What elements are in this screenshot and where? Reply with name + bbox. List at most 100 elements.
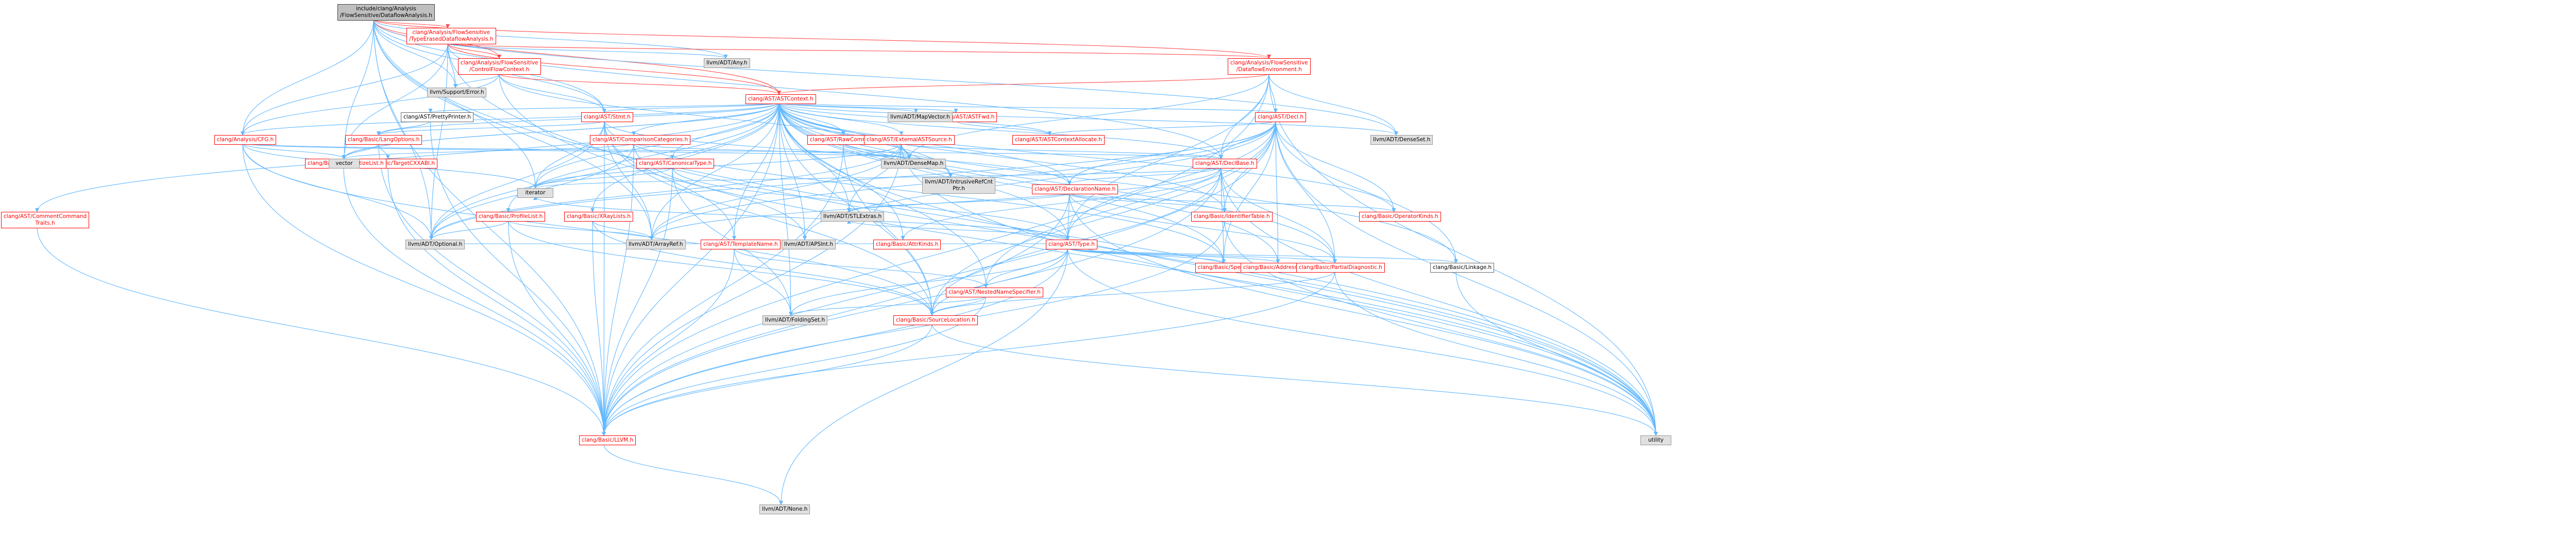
node-label: llvm/ADT/FoldingSet.h	[765, 317, 825, 323]
node-canontype[interactable]: clang/AST/CanonicalType.h	[636, 159, 715, 169]
edge-extsource-to-llvmh	[602, 143, 902, 436]
node-templatename[interactable]: clang/AST/TemplateName.h	[701, 240, 781, 249]
node-arrayref[interactable]: llvm/ADT/ArrayRef.h	[626, 240, 686, 249]
node-label: clang/AST/ExternalASTSource.h	[867, 137, 952, 143]
node-xraylists[interactable]: clang/Basic/XRayLists.h	[564, 212, 634, 222]
edge-cfg-to-srcloc	[242, 143, 934, 316]
edge-dfenv-to-utility	[1268, 73, 1658, 436]
node-label: clang/Basic/LangOptions.h	[348, 137, 420, 143]
edge-astctx-to-type	[778, 102, 1070, 240]
node-root[interactable]: include/clang/Analysis/FlowSensitive/Dat…	[337, 4, 435, 21]
node-dfenv[interactable]: clang/Analysis/FlowSensitive/DataflowEnv…	[1228, 58, 1311, 75]
edge-astctx-to-mapvector	[778, 102, 918, 113]
node-stlextras[interactable]: llvm/ADT/STLExtras.h	[821, 212, 885, 222]
edge-astctx-to-attrkinds	[778, 102, 905, 240]
node-apsint[interactable]: llvm/ADT/APSInt.h	[782, 240, 836, 249]
node-densemap[interactable]: llvm/ADT/DenseMap.h	[881, 159, 946, 169]
edge-partialdiag-to-llvmh	[602, 271, 1335, 436]
edge-asttypetraits-to-ctxalloc	[955, 120, 1052, 136]
edge-root-to-optional	[373, 19, 433, 240]
edge-identtable-to-utility	[1224, 220, 1658, 436]
node-mapvector[interactable]: llvm/ADT/MapVector.h	[888, 112, 953, 122]
node-astctx[interactable]: clang/AST/ASTContext.h	[745, 94, 816, 104]
edge-astctx-to-identtable	[778, 102, 1227, 212]
node-utility[interactable]: utility	[1640, 435, 1671, 445]
node-nns[interactable]: clang/AST/NestedNameSpecifier.h	[946, 288, 1043, 297]
node-ctxalloc[interactable]: clang/AST/ASTContextAllocate.h	[1012, 135, 1105, 145]
node-extsource[interactable]: clang/AST/ExternalASTSource.h	[864, 135, 955, 145]
edge-cfc-to-cfg	[241, 73, 500, 136]
node-declname[interactable]: clang/AST/DeclarationName.h	[1032, 184, 1118, 194]
edge-astctx-to-foldingset	[778, 102, 793, 316]
node-tdfa[interactable]: clang/Analysis/FlowSensitive/TypeErasedD…	[406, 28, 496, 44]
node-cmpcats[interactable]: clang/AST/ComparisonCategories.h	[590, 135, 691, 145]
node-label: clang/Basic/IdentifierTable.h	[1194, 213, 1270, 220]
node-label: utility	[1648, 437, 1664, 443]
edge-type-to-linkage	[1067, 247, 1458, 263]
edge-declname-to-stlextras	[847, 192, 1070, 212]
edge-decl-to-specifiers	[1222, 120, 1276, 263]
edge-astctx-to-iterator	[533, 102, 779, 189]
edge-declname-to-partialdiag	[1069, 192, 1337, 263]
node-prettyprinter[interactable]: clang/AST/PrettyPrinter.h	[401, 112, 473, 122]
edge-astctx-to-specifiers	[778, 102, 1226, 263]
node-profilelist[interactable]: clang/Basic/ProfileList.h	[476, 212, 546, 222]
node-identtable[interactable]: clang/Basic/IdentifierTable.h	[1191, 212, 1273, 222]
node-label: clang/AST/Decl.h	[1258, 114, 1304, 120]
edge-cfg-to-vector	[242, 143, 346, 159]
node-cfc[interactable]: clang/Analysis/FlowSensitive/ControlFlow…	[458, 58, 541, 75]
node-foldingset[interactable]: llvm/ADT/FoldingSet.h	[762, 315, 828, 325]
edge-astctx-to-optional	[429, 102, 779, 240]
edge-tdfa-to-optional	[429, 43, 448, 240]
edge-type-to-utility	[1067, 247, 1658, 436]
edge-type-to-specifiers	[1067, 247, 1226, 263]
node-label: llvm/ADT/Any.h	[706, 60, 748, 66]
node-cfg[interactable]: clang/Analysis/CFG.h	[214, 135, 277, 145]
node-srcloc[interactable]: clang/Basic/SourceLocation.h	[893, 315, 978, 325]
edge-linkage-to-utility	[1455, 271, 1658, 436]
node-declbase[interactable]: clang/AST/DeclBase.h	[1193, 159, 1257, 169]
node-langopts[interactable]: clang/Basic/LangOptions.h	[345, 135, 422, 145]
edge-dfenv-to-type	[1065, 73, 1269, 240]
node-attrkinds[interactable]: clang/Basic/AttrKinds.h	[873, 240, 941, 249]
node-denseset[interactable]: llvm/ADT/DenseSet.h	[1370, 135, 1433, 145]
edge-astctx-to-addrspaces	[778, 102, 1280, 263]
node-label: llvm/ADT/DenseSet.h	[1373, 137, 1431, 143]
node-decl[interactable]: clang/AST/Decl.h	[1255, 112, 1307, 122]
edge-declname-to-identtable	[1069, 192, 1227, 212]
node-label: clang/Analysis/FlowSensitive	[412, 29, 490, 36]
node-label: clang/Basic/PartialDiagnostic.h	[1299, 264, 1382, 271]
edge-canontype-to-iterator	[533, 166, 673, 189]
edge-templatename-to-nns	[734, 247, 988, 288]
node-vector[interactable]: vector	[329, 159, 360, 169]
node-type[interactable]: clang/AST/Type.h	[1046, 240, 1097, 249]
edge-tdfa-to-utility	[447, 43, 1658, 436]
node-linkage[interactable]: clang/Basic/Linkage.h	[1430, 263, 1495, 273]
node-stmt[interactable]: clang/AST/Stmt.h	[581, 112, 633, 122]
edge-astctx-to-denseset	[778, 102, 1398, 136]
node-opkinds[interactable]: clang/Basic/OperatorKinds.h	[1359, 212, 1441, 222]
node-partialdiag[interactable]: clang/Basic/PartialDiagnostic.h	[1296, 263, 1385, 273]
node-none[interactable]: llvm/ADT/None.h	[759, 504, 810, 514]
node-error[interactable]: llvm/Support/Error.h	[427, 88, 487, 97]
edge-tdfa-to-any	[447, 43, 728, 59]
edge-tdfa-to-dfenv	[447, 43, 1271, 59]
node-iterator[interactable]: iterator	[517, 188, 553, 198]
node-label: Ptr.h	[953, 186, 965, 192]
edge-profilelist-to-llvmh	[507, 220, 606, 436]
node-label: clang/AST/ComparisonCategories.h	[592, 137, 688, 143]
edge-astctx-to-declbase	[778, 102, 1223, 159]
edge-astctx-to-linkage	[778, 102, 1458, 263]
node-any[interactable]: llvm/ADT/Any.h	[704, 58, 750, 68]
edge-decl-to-srcloc	[930, 120, 1276, 316]
node-llvmh[interactable]: clang/Basic/LLVM.h	[579, 435, 636, 445]
node-label: include/clang/Analysis	[356, 6, 416, 12]
edge-cfg-to-densemap	[242, 143, 911, 159]
edge-astctx-to-prettyprinter	[429, 102, 779, 113]
edge-tdfa-to-stmt	[447, 43, 606, 113]
edge-cmpcats-to-apsint	[633, 143, 807, 240]
node-optional[interactable]: llvm/ADT/Optional.h	[405, 240, 465, 249]
edge-nns-to-foldingset	[789, 295, 987, 316]
